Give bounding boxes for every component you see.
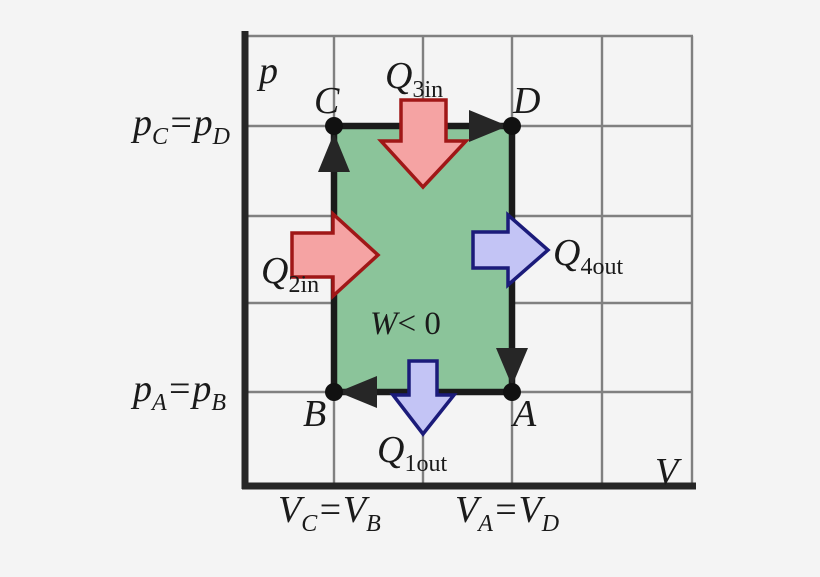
q2in-symbol: Q [261,250,288,292]
heat-label-q2in: Q2in [261,250,319,298]
x-tick-left-sub2: B [366,511,381,537]
q1out-symbol: Q [377,429,404,471]
state-label-A: A [510,393,537,435]
x-axis-label: V [655,451,682,493]
svg-text:Q3in: Q3in [385,55,443,103]
state-label-C: C [314,80,340,122]
svg-text:Q1out: Q1out [377,429,447,477]
x-tick-left-eq: = [317,489,343,531]
x-tick-right-sub1: A [476,511,493,537]
svg-text:pA=pB: pA=pB [130,368,226,416]
dot-C [325,117,343,135]
path-direction-arrowheads [318,110,528,408]
y-tick-bottom-sym2: p [189,368,211,410]
y-axis-label: p [256,50,278,92]
svg-text:Q4out: Q4out [553,232,623,280]
y-tick-bottom-sym1: p [130,368,152,410]
y-tick-label-bottom: pA=pB [130,368,226,416]
svg-text:VC=VB: VC=VB [278,489,381,537]
heat-arrow-q1out [389,359,458,437]
x-tick-left-sym1: V [278,489,305,531]
y-tick-top-sym2: p [191,102,213,144]
arrowhead-up-left-edge [318,133,350,172]
arrowhead-left-bottom-edge [338,376,377,408]
y-tick-bottom-sub2: B [211,390,226,416]
svg-text:pC=pD: pC=pD [130,102,230,150]
state-label-D: D [512,80,540,122]
state-label-B: B [303,393,326,435]
x-tick-left-sub1: C [301,511,318,537]
svg-text:W< 0: W< 0 [370,306,441,342]
x-tick-label-left: VC=VB [278,489,381,537]
dot-A [503,383,521,401]
heat-arrow-q2in [290,210,381,300]
svg-text:Q2in: Q2in [261,250,319,298]
y-tick-top-sub1: C [152,124,169,150]
x-tick-left-sym2: V [343,489,370,531]
heat-arrow-q3in [377,98,471,190]
arrowhead-down-right-edge [496,348,528,386]
work-symbol: W [370,306,400,342]
x-tick-right-sub2: D [541,511,559,537]
svg-text:VA=VD: VA=VD [455,489,559,537]
arrowhead-right-top-edge [469,110,508,142]
dot-D [503,117,521,135]
y-tick-bottom-sub1: A [150,390,167,416]
q4out-subscript: 4out [580,254,623,280]
state-point-dots [325,117,521,401]
y-tick-bottom-eq: = [167,368,193,410]
x-tick-label-right: VA=VD [455,489,559,537]
work-label: W< 0 [370,306,441,342]
heat-label-q3in: Q3in [385,55,443,103]
x-tick-right-eq: = [493,489,519,531]
q1out-subscript: 1out [404,451,447,477]
heat-label-q4out: Q4out [553,232,623,280]
heat-arrow-q4out [471,211,551,289]
y-tick-top-sym1: p [130,102,152,144]
q3in-symbol: Q [385,55,412,97]
axes [241,31,696,490]
dot-B [325,383,343,401]
q2in-subscript: 2in [288,272,319,298]
heat-label-q1out: Q1out [377,429,447,477]
x-tick-right-sym2: V [519,489,546,531]
y-tick-top-eq: = [168,102,194,144]
q4out-symbol: Q [553,232,580,274]
y-tick-top-sub2: D [212,124,230,150]
work-relation: < 0 [398,306,441,342]
y-tick-label-top: pC=pD [130,102,230,150]
x-tick-right-sym1: V [455,489,482,531]
q3in-subscript: 3in [412,77,443,103]
